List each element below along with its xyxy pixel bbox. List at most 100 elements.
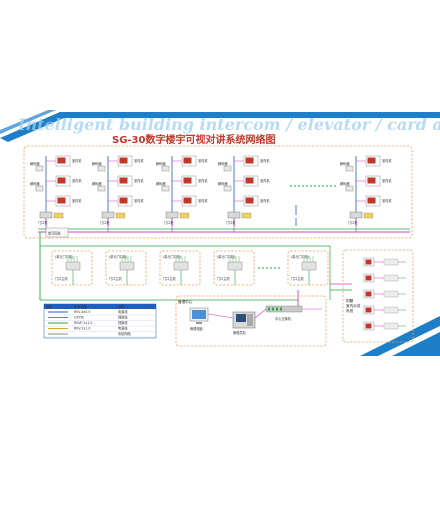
floor-node-label: 室内机 xyxy=(134,158,144,163)
unit-box-label: (单元门口机) xyxy=(291,254,309,259)
decoder-label: 解码器 xyxy=(340,181,350,186)
indoor-monitor xyxy=(181,195,197,207)
decoder xyxy=(161,185,170,192)
villa-label-3: 系统 xyxy=(346,308,354,313)
decoder xyxy=(97,185,106,192)
indoor-monitor xyxy=(243,175,259,187)
indoor-monitor xyxy=(181,175,197,187)
unit-box-label: (单元门口机) xyxy=(109,254,127,259)
decoder xyxy=(345,165,354,172)
floor-node-label: 室内机 xyxy=(260,198,270,203)
indoor-monitor xyxy=(243,155,259,167)
villa-node xyxy=(363,257,406,267)
unit-box-label: (单元门口机) xyxy=(55,254,73,259)
indoor-monitor xyxy=(365,175,381,187)
legend-row: CAT5E 网络线 xyxy=(44,315,156,321)
indoor-monitor xyxy=(181,155,197,167)
villa-node xyxy=(363,289,406,299)
decoder-label: 解码器 xyxy=(30,181,40,186)
riser-base xyxy=(349,211,374,219)
riser-base xyxy=(165,211,190,219)
unit-box: (单元门口机)门口主机 xyxy=(213,250,255,286)
floor-node-label: 室内机 xyxy=(382,198,392,203)
decoder-label: 解码器 xyxy=(30,161,40,166)
management-title: 管理中心 xyxy=(178,299,193,304)
pc-label: 管理电脑 xyxy=(190,326,203,331)
floor-node-label: 室内机 xyxy=(198,198,208,203)
riser-groups: 室内机室内机室内机解码器解码器门口机室内机室内机室内机解码器解码器门口机室内机室… xyxy=(30,155,392,232)
floor-node-label: 室内机 xyxy=(198,178,208,183)
unit-box-caption: 门口主机 xyxy=(217,276,231,281)
floor-node-label: 室内机 xyxy=(260,158,270,163)
legend-column-header: 型号规格 xyxy=(74,304,88,309)
riser-label: 门口机 xyxy=(164,220,174,225)
floor-node-label: 室内机 xyxy=(134,198,144,203)
banner-text: Intelligent building intercom / elevator… xyxy=(17,115,440,134)
riser-label: 门口机 xyxy=(348,220,358,225)
legend-spec: RVV-4x0.5 xyxy=(74,310,90,314)
riser-base xyxy=(227,211,252,219)
floor-node-label: 室内机 xyxy=(382,158,392,163)
unit-box: (单元门口机) 门口主机 xyxy=(51,250,93,286)
management-center: 管理中心 管理电脑 管理员机 中心交换机 xyxy=(175,295,327,347)
riser-label: 门口机 xyxy=(38,220,48,225)
riser-base xyxy=(39,211,64,219)
decoder-label: 解码器 xyxy=(218,161,228,166)
gateway-left: 单元网关 xyxy=(45,227,69,238)
decoder xyxy=(35,185,44,192)
unit-box-caption: 门口主机 xyxy=(291,276,305,281)
unit-boxes: (单元门口机)门口主机(单元门口机)门口主机(单元门口机)门口主机(单元门口机)… xyxy=(51,250,329,286)
bus-lines xyxy=(38,185,410,233)
management-console: 管理员机 xyxy=(232,311,256,335)
legend-row: RVVP-2x1.0 视频线 xyxy=(44,320,156,327)
decoder-label: 解码器 xyxy=(92,161,102,166)
floor-node-label: 室内机 xyxy=(134,178,144,183)
trunk-lines xyxy=(39,232,352,308)
floor-node-label: 室内机 xyxy=(198,158,208,163)
building-area xyxy=(23,145,413,239)
indoor-monitor xyxy=(117,175,133,187)
legend-row: RVV-4x0.5 电源线 xyxy=(44,309,156,316)
decoder-label: 解码器 xyxy=(156,161,166,166)
floor-node-label: 室内机 xyxy=(260,178,270,183)
villa-node xyxy=(363,321,406,331)
diagram-title: SG-30数字楼宇可视对讲系统网络图 xyxy=(112,133,275,146)
corner-accent xyxy=(360,316,440,356)
legend-column-header: 说明 xyxy=(118,304,124,309)
legend-spec: CAT5E xyxy=(74,316,84,320)
indoor-monitor xyxy=(55,175,71,187)
decoder-label: 解码器 xyxy=(92,181,102,186)
legend-spec: RVV-2x1.0 xyxy=(74,327,90,331)
indoor-monitor xyxy=(365,195,381,207)
indoor-monitor xyxy=(55,195,71,207)
legend-table: 线型 型号规格 说明 RVV-4x0.5 电源线 CAT5E 网络线 RVVP-2x1.0 视… xyxy=(43,303,157,339)
riser-label: 门口机 xyxy=(226,220,236,225)
riser-label: 门口机 xyxy=(100,220,110,225)
legend-description: 电源线 xyxy=(118,309,128,314)
decoder-label: 解码器 xyxy=(218,181,228,186)
floor-node-label: 室内机 xyxy=(72,178,82,183)
unit-box-caption: 门口主机 xyxy=(163,276,177,281)
legend-column-header: 线型 xyxy=(46,304,53,309)
decoder xyxy=(223,165,232,172)
indoor-monitor xyxy=(365,155,381,167)
decoder xyxy=(35,165,44,172)
indoor-monitor xyxy=(55,155,71,167)
legend-description: 视频线 xyxy=(118,320,128,325)
legend-spec: RVVP-2x1.0 xyxy=(74,321,92,325)
floor-node-label: 室内机 xyxy=(382,178,392,183)
center-switch-label: 中心交换机 xyxy=(275,316,292,321)
banner: Intelligent building intercom / elevator… xyxy=(0,110,440,142)
unit-box-caption: 门口主机 xyxy=(55,276,69,281)
unit-box: (单元门口机)门口主机 xyxy=(105,250,147,286)
unit-box: (单元门口机) 门口主机 xyxy=(287,250,329,286)
decoder xyxy=(345,185,354,192)
legend-description: 网络线 xyxy=(118,315,128,320)
